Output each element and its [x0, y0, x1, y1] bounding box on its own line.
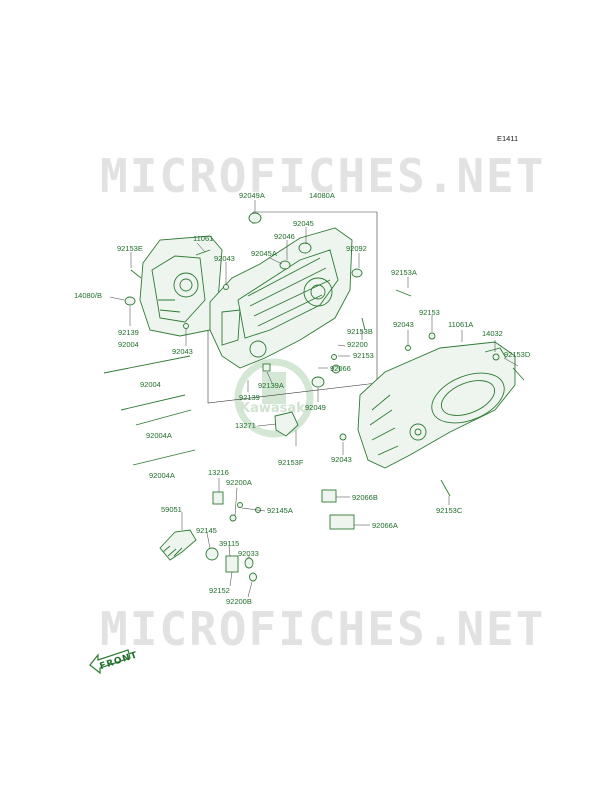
bracket — [274, 411, 299, 437]
label-92139-a: 92139 — [118, 328, 139, 337]
label-92066B: 92066B — [352, 493, 378, 502]
part-labels: 92049A 14080A 92045 92046 92045A 92092 1… — [74, 191, 531, 606]
label-92139-b: 92139 — [239, 393, 260, 402]
label-11061: 11061 — [193, 234, 213, 243]
kawasaki-logo-text: Kawasaki — [240, 401, 309, 416]
label-92152: 92152 — [209, 586, 230, 595]
label-92092: 92092 — [346, 244, 367, 253]
label-92045: 92045 — [293, 219, 314, 228]
label-92200: 92200 — [347, 340, 368, 349]
label-92153E: 92153E — [117, 244, 143, 253]
watermark-top: MICROFICHES.NET — [100, 149, 545, 203]
label-11061A: 11061A — [448, 320, 473, 329]
label-92145A: 92145A — [267, 506, 293, 515]
label-92153C: 92153C — [436, 506, 463, 515]
label-92200A: 92200A — [226, 478, 252, 487]
label-59051: 59051 — [161, 505, 182, 514]
label-14080B: 14080/B — [74, 291, 102, 300]
crankcase-main — [209, 227, 353, 369]
label-92004A-a: 92004A — [146, 431, 172, 440]
bearings — [124, 212, 363, 388]
label-92153A: 92153A — [391, 268, 417, 277]
label-92049A: 92049A — [239, 191, 265, 200]
label-92043-b: 92043 — [172, 347, 193, 356]
label-92004-a: 92004 — [118, 340, 139, 349]
label-13216: 13216 — [208, 468, 229, 477]
label-13271: 13271 — [235, 421, 256, 430]
label-92153-b: 92153 — [353, 351, 374, 360]
label-92153B: 92153B — [347, 327, 373, 336]
transmission-cover — [357, 341, 516, 469]
label-92049: 92049 — [305, 403, 326, 412]
label-92004A-b: 92004A — [149, 471, 175, 480]
label-14032: 14032 — [482, 329, 503, 338]
label-92043-c: 92043 — [393, 320, 414, 329]
studs — [103, 269, 525, 497]
kickstarter-assembly — [159, 491, 257, 582]
label-92153D: 92153D — [504, 350, 531, 359]
label-92043-a: 92043 — [214, 254, 235, 263]
hardware — [183, 284, 500, 513]
leader-lines — [109, 200, 519, 598]
label-92153-a: 92153 — [419, 308, 440, 317]
label-92033: 92033 — [238, 549, 259, 558]
label-92066: 92066 — [330, 364, 351, 373]
label-39115: 39115 — [219, 539, 239, 548]
diagram-code: E1411 — [497, 134, 518, 143]
label-92153F: 92153F — [278, 458, 304, 467]
label-92046: 92046 — [274, 232, 295, 241]
label-92043-d: 92043 — [331, 455, 352, 464]
label-92045A: 92045A — [251, 249, 277, 258]
crankcase-left-half — [139, 235, 223, 337]
label-92004-b: 92004 — [140, 380, 161, 389]
watermark-bottom: MICROFICHES.NET — [100, 602, 545, 656]
label-14080A: 14080A — [309, 191, 335, 200]
label-92145: 92145 — [196, 526, 217, 535]
label-92066A: 92066A — [372, 521, 398, 530]
damper-rubbers — [321, 489, 355, 530]
label-92139A: 92139A — [258, 381, 284, 390]
label-92200B: 92200B — [226, 597, 252, 606]
